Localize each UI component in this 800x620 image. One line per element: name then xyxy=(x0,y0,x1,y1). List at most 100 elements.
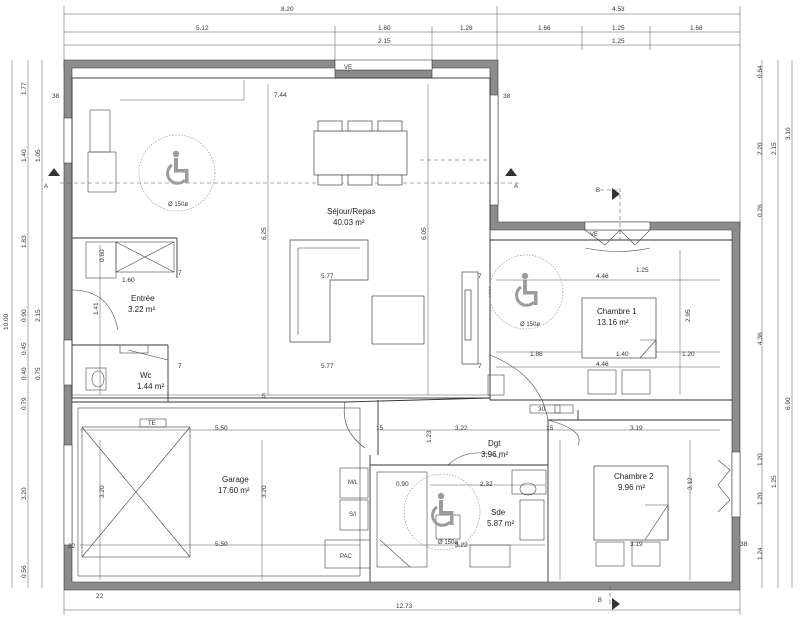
room-wc-name: Wc xyxy=(140,371,152,380)
dim-right-7: 1.20 xyxy=(757,453,764,466)
dim-entree-c: 0.60 xyxy=(99,249,106,262)
dim-garage-w1: 5.50 xyxy=(215,425,228,432)
dim-left-11: 3.20 xyxy=(21,487,28,500)
turning-circle-chambre1 xyxy=(488,254,564,330)
sde-fixtures xyxy=(376,469,547,568)
dim-ch2-h: 3.12 xyxy=(687,477,694,490)
section-a-left: A xyxy=(44,184,48,190)
dim-ch1-w: 4.46 xyxy=(596,273,609,280)
dim-small-11: 38 xyxy=(740,541,748,548)
entree-door-swing xyxy=(71,289,119,331)
dim-small-2: 7 xyxy=(178,363,182,370)
dim-top-2: 1.80 xyxy=(378,25,391,32)
chambre2-furniture xyxy=(593,459,731,567)
room-sde-area: 5.87 m² xyxy=(487,519,514,528)
dim-sejour-w: 7.44 xyxy=(274,92,287,99)
bed-1 xyxy=(581,297,657,359)
dim-garage-h1: 3.20 xyxy=(99,485,106,498)
dim-top-outer-1: 8.20 xyxy=(281,6,294,13)
dim-sejour-bottom: 5.77 xyxy=(321,363,334,370)
dim-ch1-d2: 1.40 xyxy=(616,351,629,358)
dim-garage-w2: 5.50 xyxy=(215,541,228,548)
left-dimensions: 10.00 1.77 1.40 1.05 1.83 0.90 2.15 0.45… xyxy=(3,60,43,588)
ve-label-top: VE xyxy=(344,65,352,71)
dim-small-5: 5 xyxy=(262,393,266,400)
dim-right-4: 3.10 xyxy=(785,127,792,140)
room-chambre2-name: Chambre 2 xyxy=(614,472,654,481)
shower xyxy=(376,471,428,568)
dim-sde-w2: 3.22 xyxy=(455,542,468,549)
dim-sde-d: 0.90 xyxy=(396,481,409,488)
dim-left-2: 1.40 xyxy=(21,149,28,162)
equipment-labels: PAC TE VE VE M/L S/l xyxy=(148,65,598,560)
dim-left-9: 0.40 xyxy=(21,367,28,380)
car-space xyxy=(81,426,191,558)
ve-label-ch1: VE xyxy=(590,232,598,238)
interior-dimensions: 7.44 6.25 6.05 5.77 5.77 1.60 1.41 0.60 … xyxy=(52,92,748,600)
accessibility-circles xyxy=(138,134,564,551)
dim-right-6: 4.36 xyxy=(757,332,764,345)
dim-left-6: 2.15 xyxy=(35,309,42,322)
dim-top-5: 1.25 xyxy=(612,25,625,32)
dim-small-1: 7 xyxy=(178,270,182,277)
dining-table xyxy=(313,130,408,176)
dim-entree-b: 1.41 xyxy=(93,302,100,315)
top-dimensions: 8.20 4.53 5.12 1.80 1.28 1.66 1.25 1.68 … xyxy=(63,6,741,230)
room-dgt-name: Dgt xyxy=(488,439,501,448)
dim-top-8: 1.25 xyxy=(612,38,625,45)
dgt-fixtures xyxy=(447,354,580,466)
room-entree-area: 3.22 m² xyxy=(128,305,155,314)
room-garage-area: 17.60 m² xyxy=(218,486,250,495)
si-label: S/l xyxy=(349,512,356,518)
dim-small-6: 15 xyxy=(376,425,384,432)
dim-top-4: 1.66 xyxy=(538,25,551,32)
dim-garage-h2: 3.20 xyxy=(261,485,268,498)
dim-ch1-d3: 1.20 xyxy=(682,351,695,358)
dim-sofa-w: 5.77 xyxy=(321,273,334,280)
dim-sejour-h2: 6.05 xyxy=(421,227,428,240)
wheelchair-icon xyxy=(166,150,189,185)
dim-top-outer-2: 4.53 xyxy=(612,6,625,13)
dim-right-8: 1.25 xyxy=(771,475,778,488)
coffee-table xyxy=(371,295,425,345)
pac-unit xyxy=(324,539,371,569)
dim-right-1: 0.64 xyxy=(757,65,764,78)
section-b-top: B xyxy=(596,188,600,194)
exterior-walls xyxy=(63,59,741,591)
dim-small-12: 22 xyxy=(68,543,76,550)
dim-small-3: 7 xyxy=(478,273,482,280)
dim-left-8: 0.75 xyxy=(35,367,42,380)
section-markers: A A B B xyxy=(44,168,620,610)
dim-left-10: 0.79 xyxy=(21,397,28,410)
dim-left-3: 1.05 xyxy=(35,149,42,162)
dim-ch1-d4: 1.86 xyxy=(530,351,543,358)
turning-circle-label: Ø 150ø xyxy=(520,322,540,328)
dim-top-1: 5.12 xyxy=(196,25,209,32)
dim-ch1-h: 2.95 xyxy=(685,309,692,322)
garage-fixtures xyxy=(81,401,371,569)
dim-ch2-w: 3.19 xyxy=(630,425,643,432)
chambre1-furniture xyxy=(581,229,657,395)
bed-2 xyxy=(593,465,669,541)
wc-fixtures xyxy=(85,344,169,402)
dim-small-4: 7 xyxy=(478,363,482,370)
turning-circle-sde xyxy=(403,473,481,551)
dim-right-9: 1.20 xyxy=(757,492,764,505)
right-dimensions: 0.64 2.20 2.15 3.10 0.26 4.36 1.20 1.25 … xyxy=(757,60,793,588)
dim-sejour-h1: 6.25 xyxy=(261,227,268,240)
dim-left-1: 1.77 xyxy=(21,82,28,95)
dim-right-2: 2.20 xyxy=(757,142,764,155)
entree-cupboard xyxy=(71,241,175,331)
room-dgt-area: 3.96 m² xyxy=(481,450,508,459)
dim-top-3: 1.28 xyxy=(460,25,473,32)
room-entree-name: Entrée xyxy=(131,294,155,303)
wheelchair-icon xyxy=(431,492,454,527)
wheelchair-icon xyxy=(515,272,538,307)
room-sejour-area: 40.03 m² xyxy=(333,218,365,227)
sejour-furniture xyxy=(87,109,479,365)
dim-right-10: 6.90 xyxy=(785,397,792,410)
dim-small-7: 15 xyxy=(546,425,554,432)
pac-label: PAC xyxy=(340,554,353,560)
room-garage-name: Garage xyxy=(222,475,249,484)
